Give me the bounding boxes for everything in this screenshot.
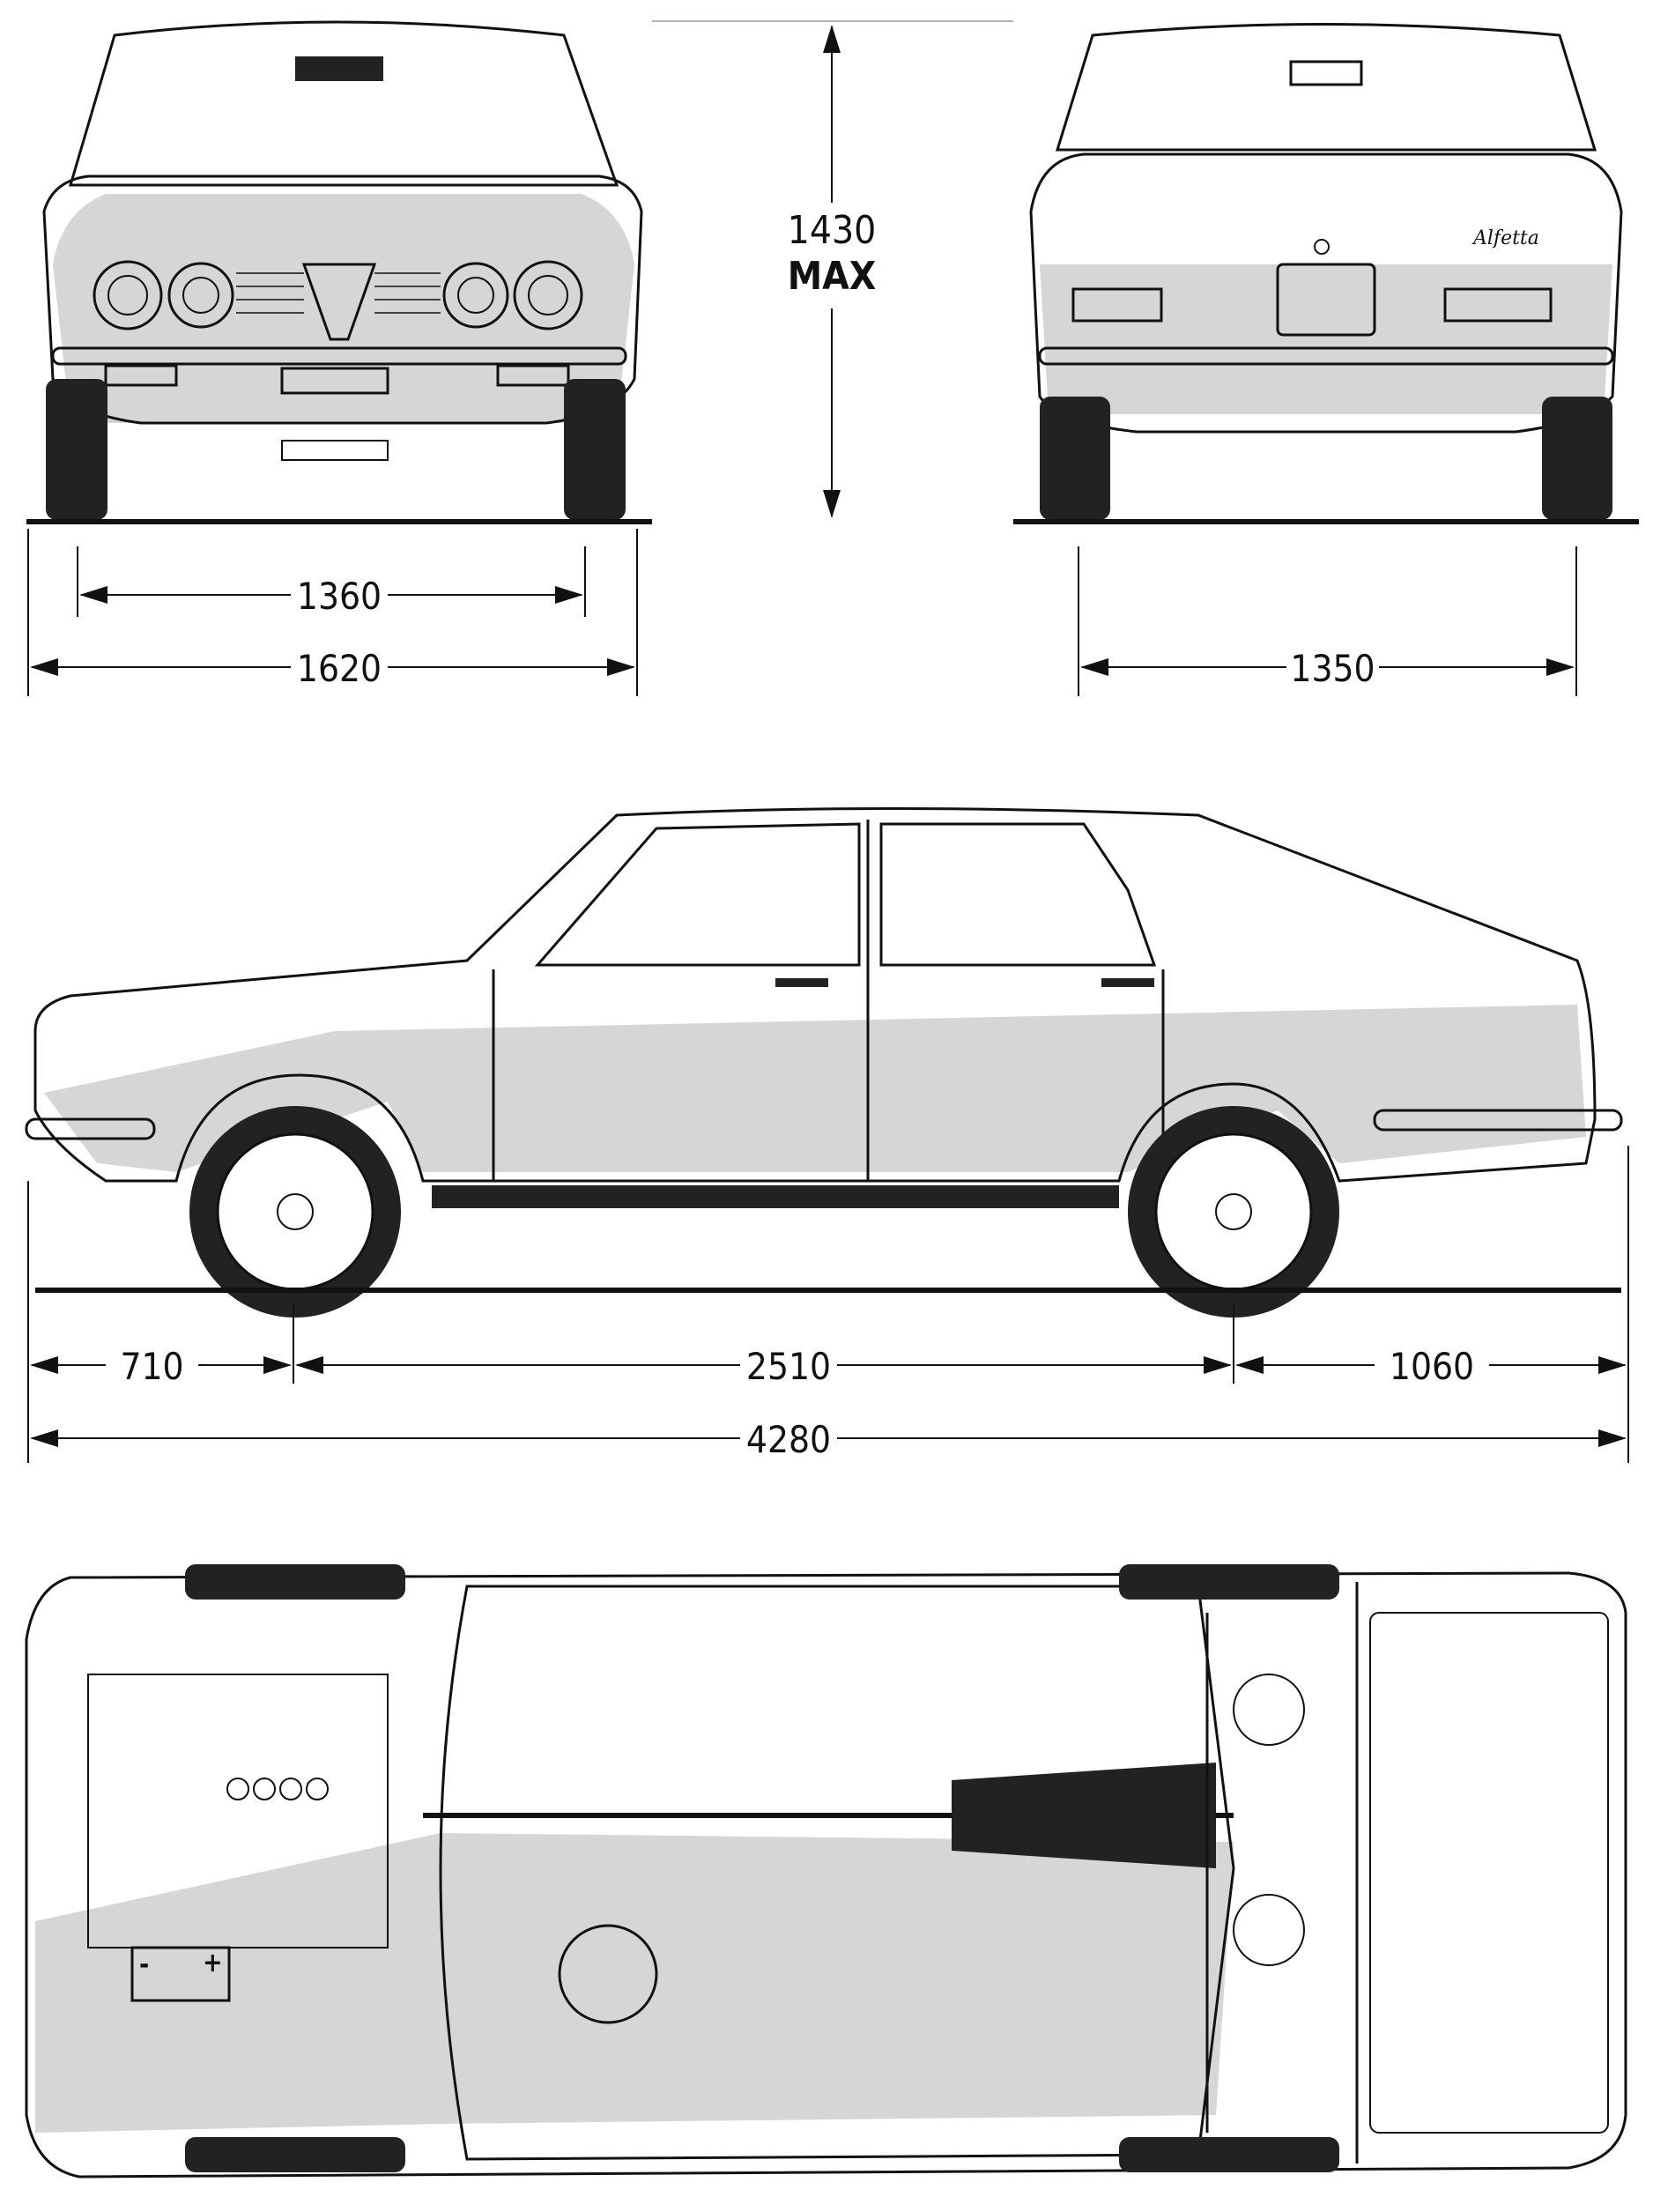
- top-view: [25, 1564, 1627, 2179]
- wheelbase-label: 2510: [745, 1345, 832, 1388]
- height-note: MAX: [787, 254, 877, 299]
- top-body: [25, 1571, 1627, 2179]
- rear-emblem: [1314, 239, 1330, 255]
- height-value: 1430: [787, 208, 877, 253]
- length-label: 4280: [745, 1418, 832, 1461]
- height-label: 1430 MAX: [775, 208, 888, 300]
- rear-dimensions: [1078, 546, 1577, 696]
- sill: [432, 1185, 1119, 1208]
- front-plate: [280, 367, 389, 395]
- front-view: [26, 20, 652, 524]
- rear-disc-left: [1233, 1674, 1305, 1746]
- engine-cylinders: [226, 1778, 329, 1800]
- fog-light-right: [496, 364, 570, 387]
- top-wheels: [185, 1564, 1339, 2172]
- front-door-window: [534, 822, 861, 967]
- front-tire-right: [564, 379, 626, 520]
- side-body: [33, 807, 1597, 1183]
- tail-light-left: [1071, 287, 1163, 323]
- rear-tire-left: [1040, 397, 1110, 520]
- battery-plus: +: [203, 1948, 223, 1978]
- side-front-bumper: [25, 1117, 156, 1140]
- front-door-handle: [775, 978, 828, 987]
- rear-door-window: [879, 822, 1157, 967]
- trunk-lid: [1369, 1612, 1609, 2134]
- fog-light-left: [104, 364, 178, 387]
- rear-tire-right: [1542, 397, 1612, 520]
- rear-bumper: [1038, 346, 1614, 366]
- grille-shield: [301, 263, 377, 341]
- front-wheel: [189, 1106, 401, 1318]
- width-label: 1620: [296, 647, 382, 690]
- cabin-outline: [439, 1585, 1235, 2161]
- third-brake-light: [1289, 60, 1363, 86]
- windshield: [68, 20, 619, 187]
- front-tire-left: [46, 379, 107, 520]
- length-dimensions: [27, 1146, 1629, 1463]
- side-rear-bumper: [1373, 1109, 1623, 1132]
- rear-view: [1013, 23, 1639, 524]
- rear-wheel: [1128, 1106, 1339, 1318]
- rear-overhang-label: 1060: [1389, 1345, 1475, 1388]
- engine-bay: [87, 1674, 389, 1948]
- rear-window: [1055, 23, 1597, 152]
- battery-minus: -: [139, 1949, 150, 1980]
- rear-door-handle: [1101, 978, 1154, 987]
- steering-wheel: [558, 1924, 658, 2024]
- transaxle: [952, 1763, 1216, 1868]
- headlight-right-inner: [442, 262, 509, 329]
- tail-light-right: [1443, 287, 1553, 323]
- headlight-left-inner: [167, 262, 234, 329]
- battery: [130, 1946, 231, 2002]
- grille: [236, 272, 441, 314]
- side-view: [25, 807, 1623, 1318]
- headlight-left-outer: [93, 260, 163, 330]
- front-dimensions: [27, 529, 638, 696]
- front-bumper: [51, 346, 627, 366]
- front-track-label: 1360: [296, 575, 382, 618]
- rear-track-label: 1350: [1290, 647, 1375, 690]
- rear-badge: Alfetta: [1473, 227, 1539, 249]
- rear-disc-right: [1233, 1894, 1305, 1966]
- rear-view-mirror: [295, 56, 383, 81]
- height-dimension: [652, 20, 1013, 518]
- rear-plate: [1276, 263, 1376, 337]
- front-spoiler-vent: [281, 440, 389, 461]
- front-overhang-label: 710: [120, 1345, 184, 1388]
- headlight-right-outer: [513, 260, 583, 330]
